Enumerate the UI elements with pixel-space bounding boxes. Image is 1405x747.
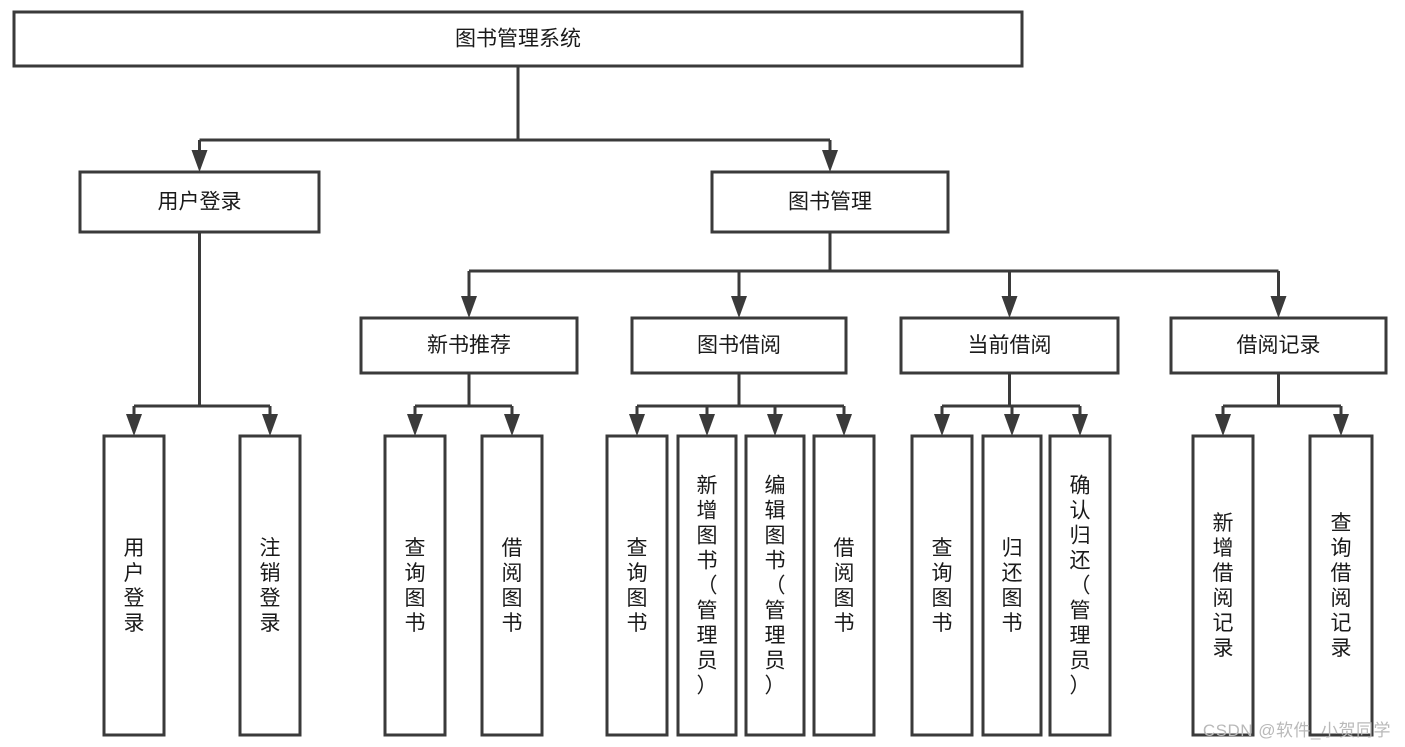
arrow-head-icon xyxy=(1072,414,1088,436)
node-leaf-query-book-1[interactable]: 查询图书 xyxy=(383,434,447,737)
connectors-layer xyxy=(126,66,1349,436)
node-leaf-return-book[interactable]: 归还图书 xyxy=(981,434,1043,737)
node-label-leaf-confirm-return: 确认归还（管理员） xyxy=(1070,475,1091,698)
node-label-leaf-query-book-3: 查询图书 xyxy=(932,537,953,635)
node-root[interactable]: 图书管理系统 xyxy=(12,10,1024,68)
node-box-book-borrow[interactable] xyxy=(630,316,848,375)
node-leaf-query-book-2[interactable]: 查询图书 xyxy=(605,434,669,737)
connector-group-current-borrow xyxy=(934,373,1088,436)
node-leaf-confirm-return[interactable]: 确认归还（管理员） xyxy=(1048,434,1112,737)
node-leaf-logout[interactable]: 注销登录 xyxy=(238,434,302,737)
node-box-borrow-record[interactable] xyxy=(1169,316,1388,375)
arrow-head-icon xyxy=(461,296,477,318)
node-user-login[interactable]: 用户登录 xyxy=(78,170,321,234)
node-leaf-user-login[interactable]: 用户登录 xyxy=(102,434,166,737)
node-box-new-book-rec[interactable] xyxy=(359,316,579,375)
node-leaf-add-book[interactable]: 新增图书（管理员） xyxy=(676,434,738,737)
arrow-head-icon xyxy=(1001,296,1018,318)
arrow-head-icon xyxy=(407,414,423,436)
connector-group-root xyxy=(191,66,838,172)
node-box-leaf-borrow-book-1[interactable] xyxy=(480,434,544,737)
arrow-head-icon xyxy=(629,414,645,436)
arrow-head-icon xyxy=(1333,414,1349,436)
node-box-leaf-edit-book[interactable] xyxy=(744,434,806,737)
nodes-layer: 图书管理系统用户登录图书管理新书推荐图书借阅当前借阅借阅记录用户登录注销登录查询… xyxy=(12,10,1388,737)
node-label-leaf-query-book-1: 查询图书 xyxy=(405,537,426,635)
arrow-head-icon xyxy=(504,414,520,436)
node-label-book-manage: 图书管理 xyxy=(788,191,872,214)
node-leaf-add-record[interactable]: 新增借阅记录 xyxy=(1191,434,1255,737)
node-leaf-edit-book[interactable]: 编辑图书（管理员） xyxy=(744,434,806,737)
node-box-leaf-query-book-3[interactable] xyxy=(910,434,974,737)
connector-group-book-borrow xyxy=(629,373,852,436)
node-box-leaf-add-record[interactable] xyxy=(1191,434,1255,737)
arrow-head-icon xyxy=(1004,414,1020,436)
node-box-leaf-query-book-2[interactable] xyxy=(605,434,669,737)
arrow-head-icon xyxy=(822,150,838,172)
arrow-head-icon xyxy=(1270,296,1287,318)
arrow-head-icon xyxy=(262,414,278,436)
node-box-leaf-user-login[interactable] xyxy=(102,434,166,737)
arrow-head-icon xyxy=(1215,414,1231,436)
node-current-borrow[interactable]: 当前借阅 xyxy=(899,316,1120,375)
node-label-leaf-edit-book: 编辑图书（管理员） xyxy=(765,475,786,698)
node-label-leaf-query-book-2: 查询图书 xyxy=(627,537,648,635)
node-leaf-query-record[interactable]: 查询借阅记录 xyxy=(1308,434,1374,737)
node-label-leaf-logout: 注销登录 xyxy=(260,537,281,635)
arrow-head-icon xyxy=(934,414,950,436)
arrow-head-icon xyxy=(126,414,142,436)
node-label-root: 图书管理系统 xyxy=(455,28,581,51)
node-label-leaf-user-login: 用户登录 xyxy=(124,537,145,635)
node-label-leaf-add-book: 新增图书（管理员） xyxy=(697,475,718,698)
node-book-borrow[interactable]: 图书借阅 xyxy=(630,316,848,375)
arrow-head-icon xyxy=(836,414,852,436)
node-box-user-login[interactable] xyxy=(78,170,321,234)
arrow-head-icon xyxy=(767,414,783,436)
node-label-leaf-borrow-book-1: 借阅图书 xyxy=(502,537,523,635)
node-label-borrow-record: 借阅记录 xyxy=(1237,334,1321,357)
node-label-leaf-add-record: 新增借阅记录 xyxy=(1213,512,1234,660)
connector-group-book-manage xyxy=(461,232,1287,318)
node-box-leaf-query-book-1[interactable] xyxy=(383,434,447,737)
node-box-leaf-logout[interactable] xyxy=(238,434,302,737)
arrow-head-icon xyxy=(699,414,715,436)
node-label-leaf-query-record: 查询借阅记录 xyxy=(1331,512,1352,660)
node-label-user-login: 用户登录 xyxy=(158,191,242,214)
node-leaf-borrow-book-1[interactable]: 借阅图书 xyxy=(480,434,544,737)
node-label-leaf-return-book: 归还图书 xyxy=(1002,537,1023,635)
node-box-leaf-add-book[interactable] xyxy=(676,434,738,737)
node-label-new-book-rec: 新书推荐 xyxy=(427,334,511,357)
node-label-current-borrow: 当前借阅 xyxy=(968,334,1052,357)
node-leaf-query-book-3[interactable]: 查询图书 xyxy=(910,434,974,737)
node-box-current-borrow[interactable] xyxy=(899,316,1120,375)
node-leaf-borrow-book-2[interactable]: 借阅图书 xyxy=(812,434,876,737)
node-box-root[interactable] xyxy=(12,10,1024,68)
connector-group-user-login xyxy=(126,232,278,436)
node-box-book-manage[interactable] xyxy=(710,170,950,234)
connector-group-borrow-record xyxy=(1215,373,1349,436)
node-box-leaf-confirm-return[interactable] xyxy=(1048,434,1112,737)
arrow-head-icon xyxy=(191,150,208,172)
node-box-leaf-borrow-book-2[interactable] xyxy=(812,434,876,737)
node-new-book-rec[interactable]: 新书推荐 xyxy=(359,316,579,375)
node-box-leaf-return-book[interactable] xyxy=(981,434,1043,737)
arrow-head-icon xyxy=(731,296,747,318)
node-label-leaf-borrow-book-2: 借阅图书 xyxy=(834,537,855,635)
node-book-manage[interactable]: 图书管理 xyxy=(710,170,950,234)
node-borrow-record[interactable]: 借阅记录 xyxy=(1169,316,1388,375)
node-label-book-borrow: 图书借阅 xyxy=(697,334,781,357)
connector-group-new-book-rec xyxy=(407,373,520,436)
node-box-leaf-query-record[interactable] xyxy=(1308,434,1374,737)
